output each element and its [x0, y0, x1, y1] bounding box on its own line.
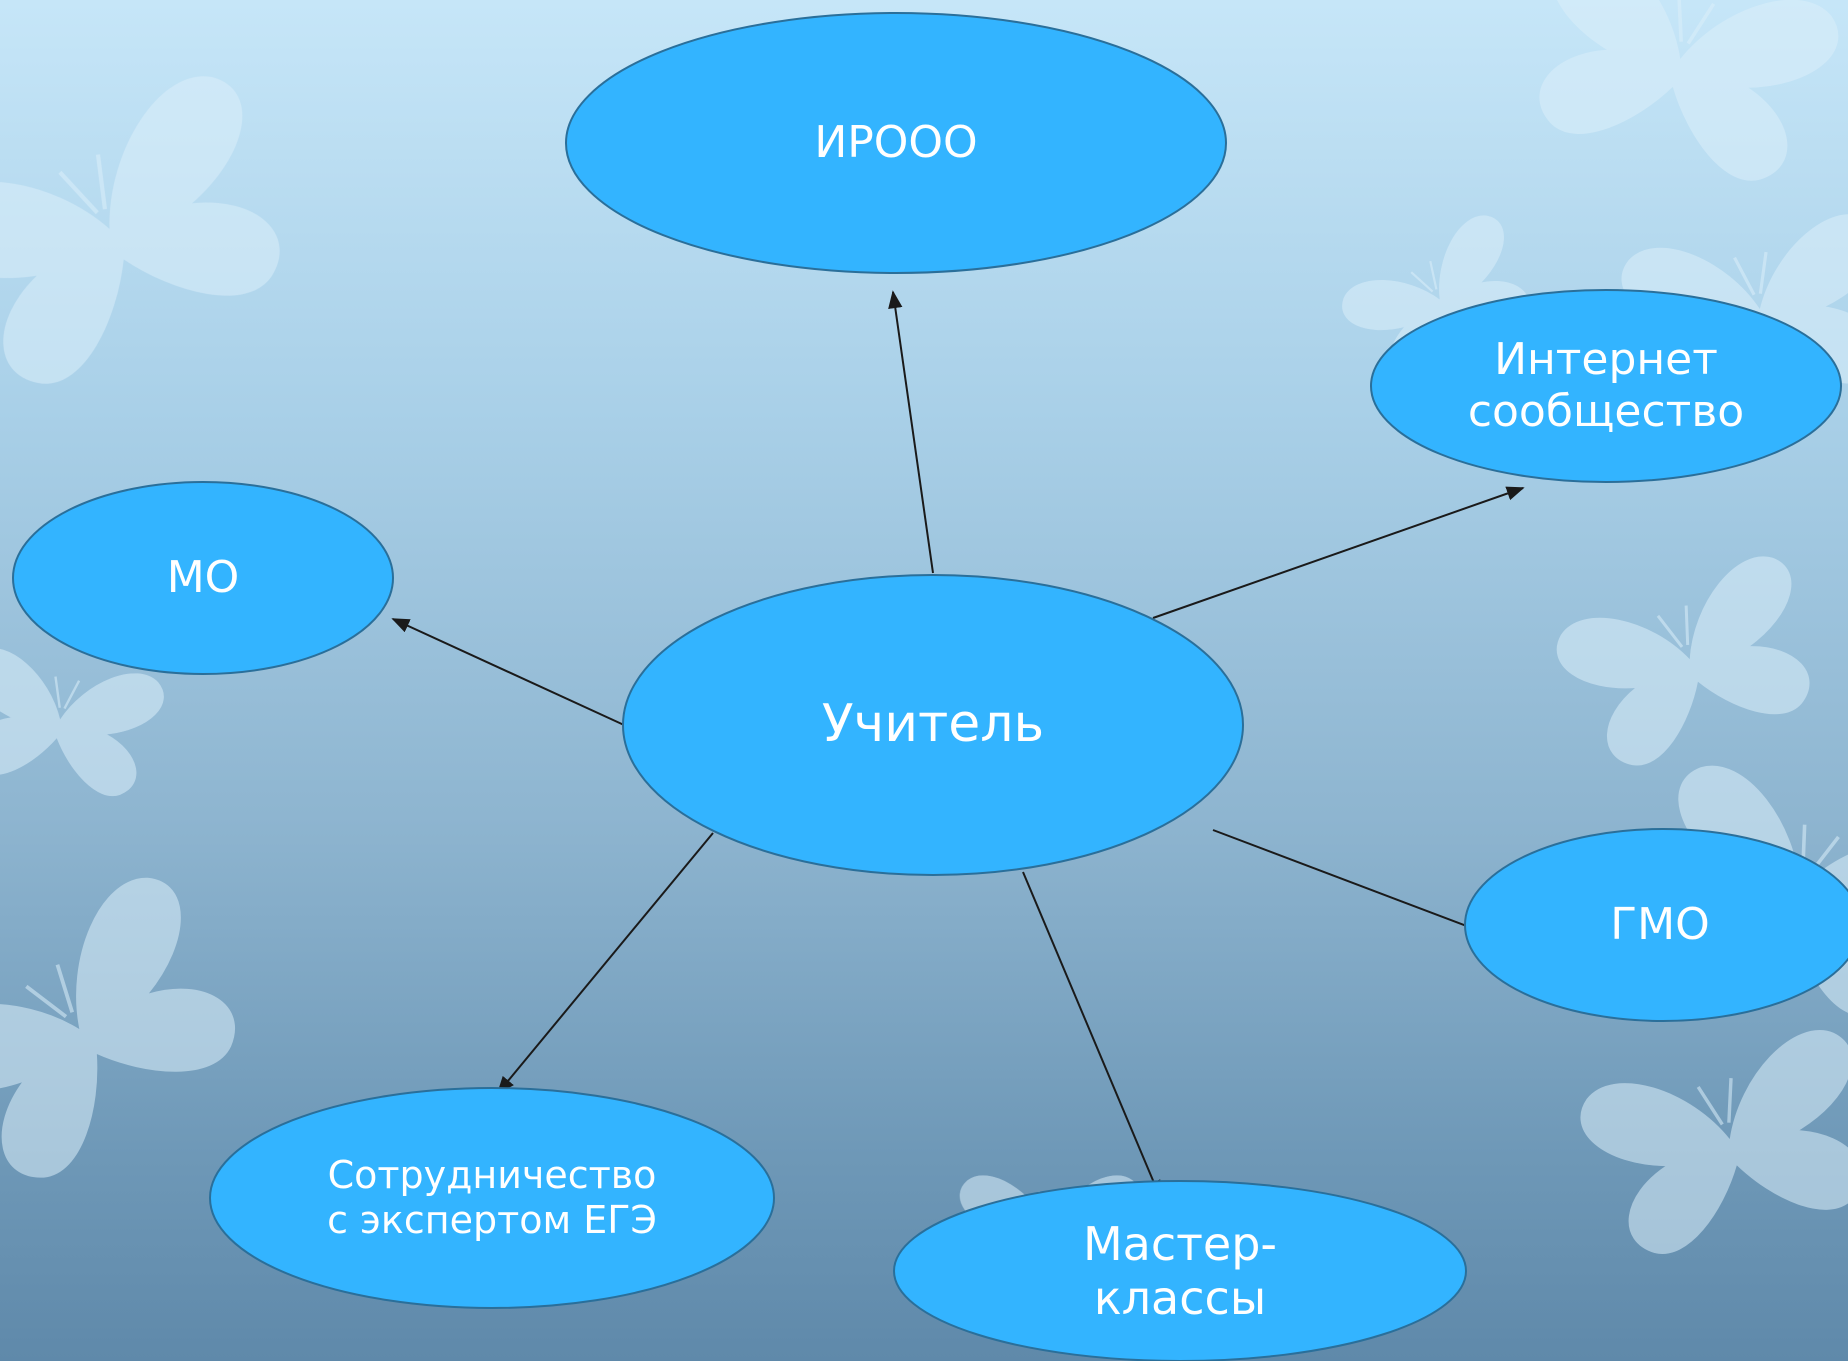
arrow-to-expert: [496, 832, 714, 1095]
node-irooo-label: ИРООО: [814, 117, 978, 169]
node-masters-label: Мастер- классы: [1082, 1216, 1278, 1325]
arrow-to-internet: [1152, 486, 1525, 619]
arrow-to-masters: [1022, 871, 1161, 1199]
node-expert-label: Сотрудничество с экспертом ЕГЭ: [327, 1153, 657, 1242]
node-gmo: [1464, 828, 1848, 1022]
node-mo: [12, 481, 394, 675]
node-center: [622, 574, 1244, 876]
arrow-to-mo: [391, 618, 625, 726]
node-center-label: Учитель: [821, 694, 1045, 755]
node-mo-label: МО: [166, 552, 240, 604]
node-masters: [893, 1180, 1467, 1361]
node-expert: [209, 1087, 775, 1309]
node-internet-label: Интернет сообщество: [1467, 334, 1745, 437]
node-internet: [1370, 289, 1842, 483]
arrow-to-irooo: [888, 290, 934, 574]
node-irooo: [565, 12, 1227, 274]
node-gmo-label: ГМО: [1610, 899, 1710, 951]
